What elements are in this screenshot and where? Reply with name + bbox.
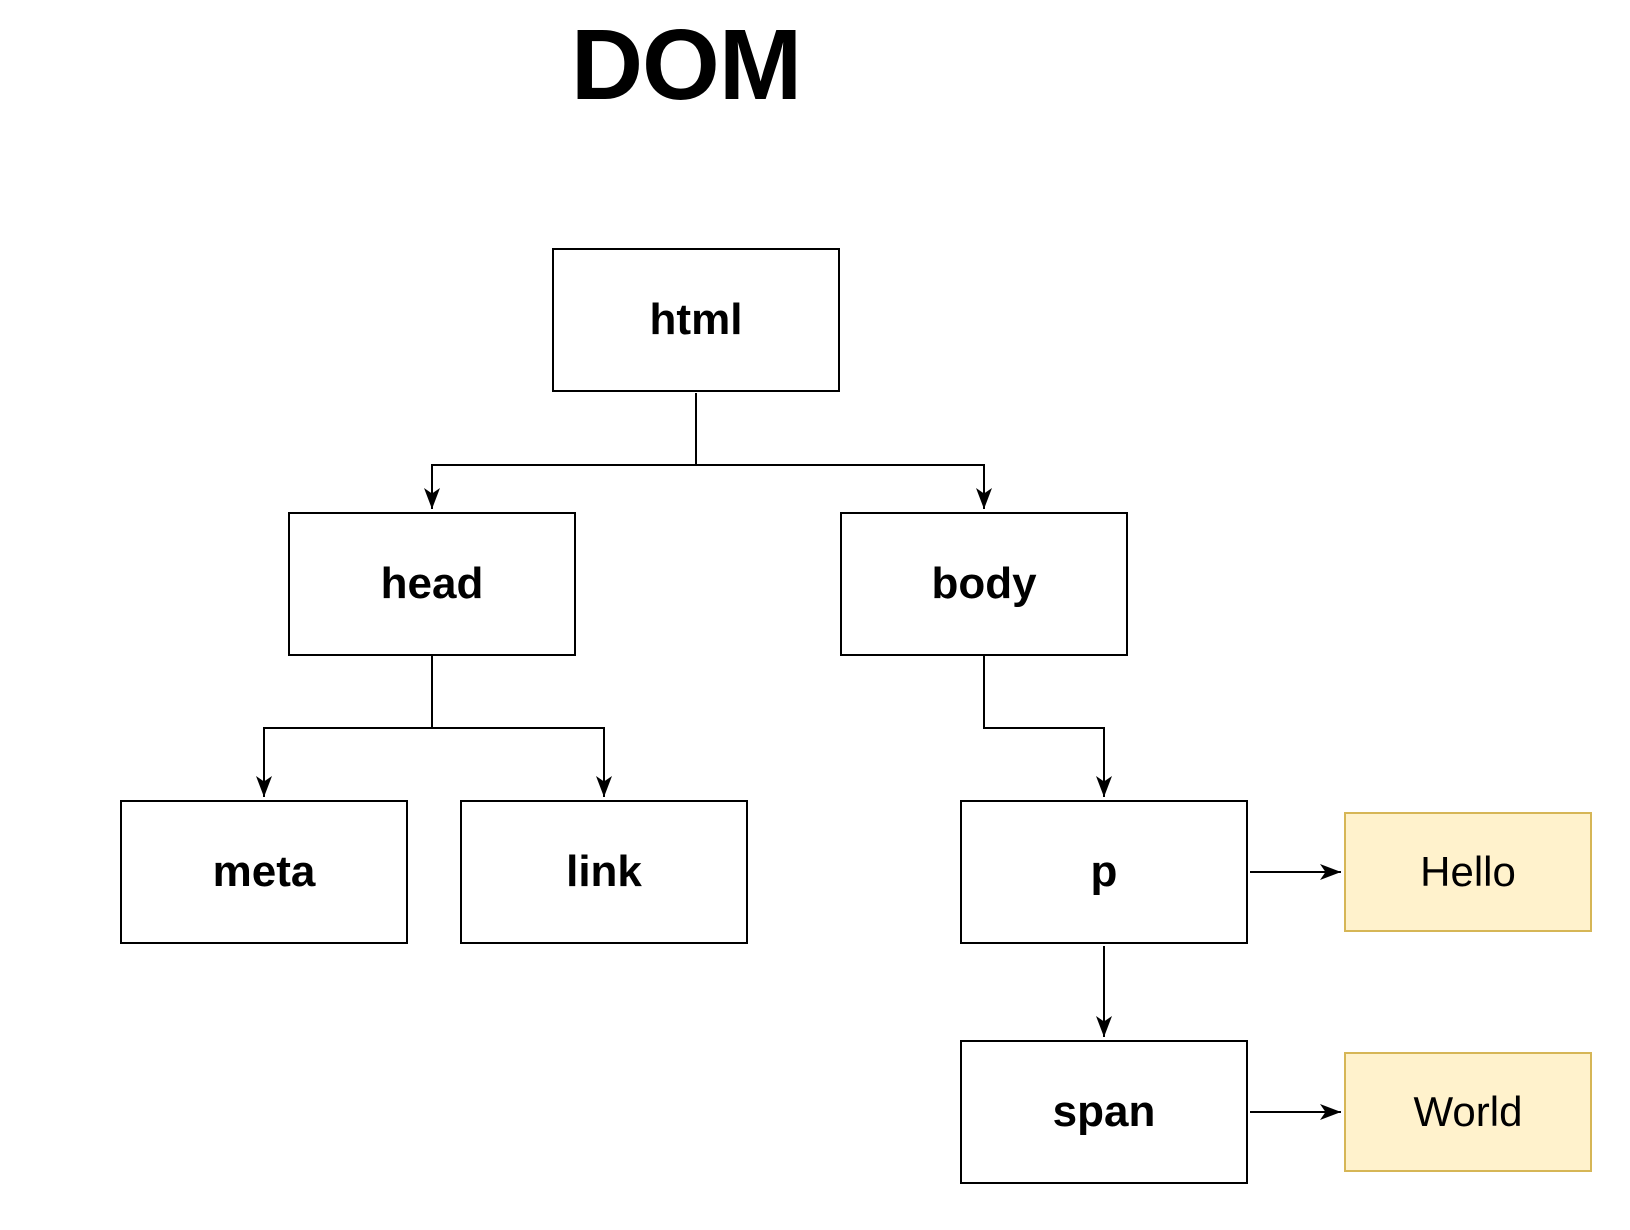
text-node-world-label: World (1413, 1088, 1523, 1135)
edge-html-body (696, 464, 992, 509)
node-p: p (960, 800, 1248, 944)
node-meta-label: meta (212, 847, 316, 896)
node-html-label: html (649, 295, 743, 344)
node-html: html (552, 248, 840, 392)
text-node-hello-label: Hello (1420, 848, 1516, 895)
node-head: head (288, 512, 576, 656)
node-link: link (460, 800, 748, 944)
node-head-label: head (380, 559, 484, 608)
text-node-world: World (1344, 1052, 1592, 1172)
node-body: body (840, 512, 1128, 656)
node-span: span (960, 1040, 1248, 1184)
edge-head-meta (256, 655, 433, 797)
edge-head-link (432, 727, 612, 797)
node-body-label: body (931, 559, 1037, 608)
text-node-hello: Hello (1344, 812, 1592, 932)
node-p-label: p (1090, 847, 1118, 896)
edge-body-p (983, 655, 1112, 797)
node-meta: meta (120, 800, 408, 944)
node-span-label: span (1052, 1087, 1156, 1136)
diagram-title: DOM (570, 9, 802, 121)
node-link-label: link (566, 847, 642, 896)
edge-html-head (424, 393, 697, 509)
